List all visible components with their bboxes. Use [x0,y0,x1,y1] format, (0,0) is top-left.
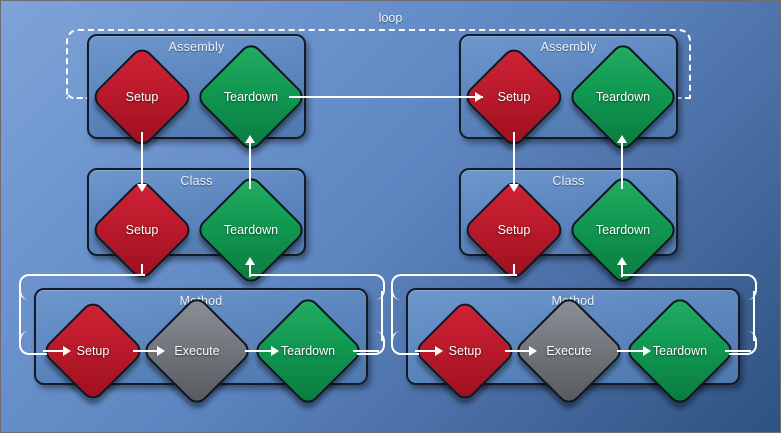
edge-class2setup-elbow-top [391,274,517,300]
edge-arrowhead [617,257,627,265]
edge-assembly1teardown-to-assembly2setup [289,96,483,98]
edge-method2teardown-elbow-bottom [729,331,757,355]
edge-class1setup-down-stub [141,264,143,276]
edge-method1execute-to-teardown [245,350,275,352]
edge-arrowhead [435,346,443,356]
loop-dashed-path [66,29,691,99]
edge-arrowhead [617,135,627,143]
group-title-class-2: Class [552,174,585,188]
node-label: Setup [497,223,531,237]
edge-class2setup-into-method2setup [415,350,439,352]
edge-arrowhead [245,135,255,143]
node-label: Teardown [595,223,651,237]
edge-class2setup-left-rail [391,291,393,341]
node-label: Setup [125,90,159,104]
edge-arrowhead [509,184,519,192]
node-label: Setup [448,344,482,358]
edge-arrowhead [157,346,165,356]
edge-class2setup-down-stub [513,264,515,276]
node-label: Setup [125,223,159,237]
edge-method1teardown-elbow-top [249,274,385,300]
edge-class1setup-into-method1setup [43,350,67,352]
edge-method1teardown-right-rail [381,291,383,341]
edge-method1teardown-elbow-bottom [357,331,385,355]
edge-method2setup-to-execute [505,350,533,352]
node-label: Setup [76,344,110,358]
node-label: Setup [497,90,531,104]
node-label: Execute [546,344,592,358]
edge-arrowhead [475,92,483,102]
edge-assembly1setup-to-class1setup [141,132,143,186]
edge-method1setup-to-execute [133,350,161,352]
edge-class1setup-elbow-bottom [19,331,47,355]
edge-arrowhead [245,257,255,265]
edge-method1teardown-into-class1teardown [249,263,251,277]
edge-assembly2setup-to-class2setup [513,132,515,186]
group-title-assembly-1: Assembly [168,40,225,54]
edge-arrowhead [529,346,537,356]
edge-arrowhead [271,346,279,356]
edge-class1setup-elbow-top [19,274,145,300]
edge-method2teardown-into-class2teardown [621,263,623,277]
node-label: Teardown [223,90,279,104]
edge-class1setup-left-rail [19,291,21,341]
edge-class1teardown-to-assembly1teardown [249,141,251,189]
group-title-assembly-2: Assembly [540,40,597,54]
edge-class2setup-elbow-bottom [391,331,419,355]
loop-label: loop [378,11,403,25]
edge-method2teardown-right-rail [753,291,755,341]
edge-arrowhead [643,346,651,356]
node-label: Teardown [652,344,708,358]
edge-method2teardown-elbow-top [621,274,757,300]
node-label: Teardown [280,344,336,358]
edge-class2teardown-to-assembly2teardown [621,141,623,189]
node-label: Teardown [223,223,279,237]
edge-arrowhead [137,184,147,192]
edge-arrowhead [63,346,71,356]
node-label: Execute [174,344,220,358]
group-title-class-1: Class [180,174,213,188]
edge-method2execute-to-teardown [617,350,647,352]
loop-dashed-left-tail [66,91,90,99]
node-label: Teardown [595,90,651,104]
